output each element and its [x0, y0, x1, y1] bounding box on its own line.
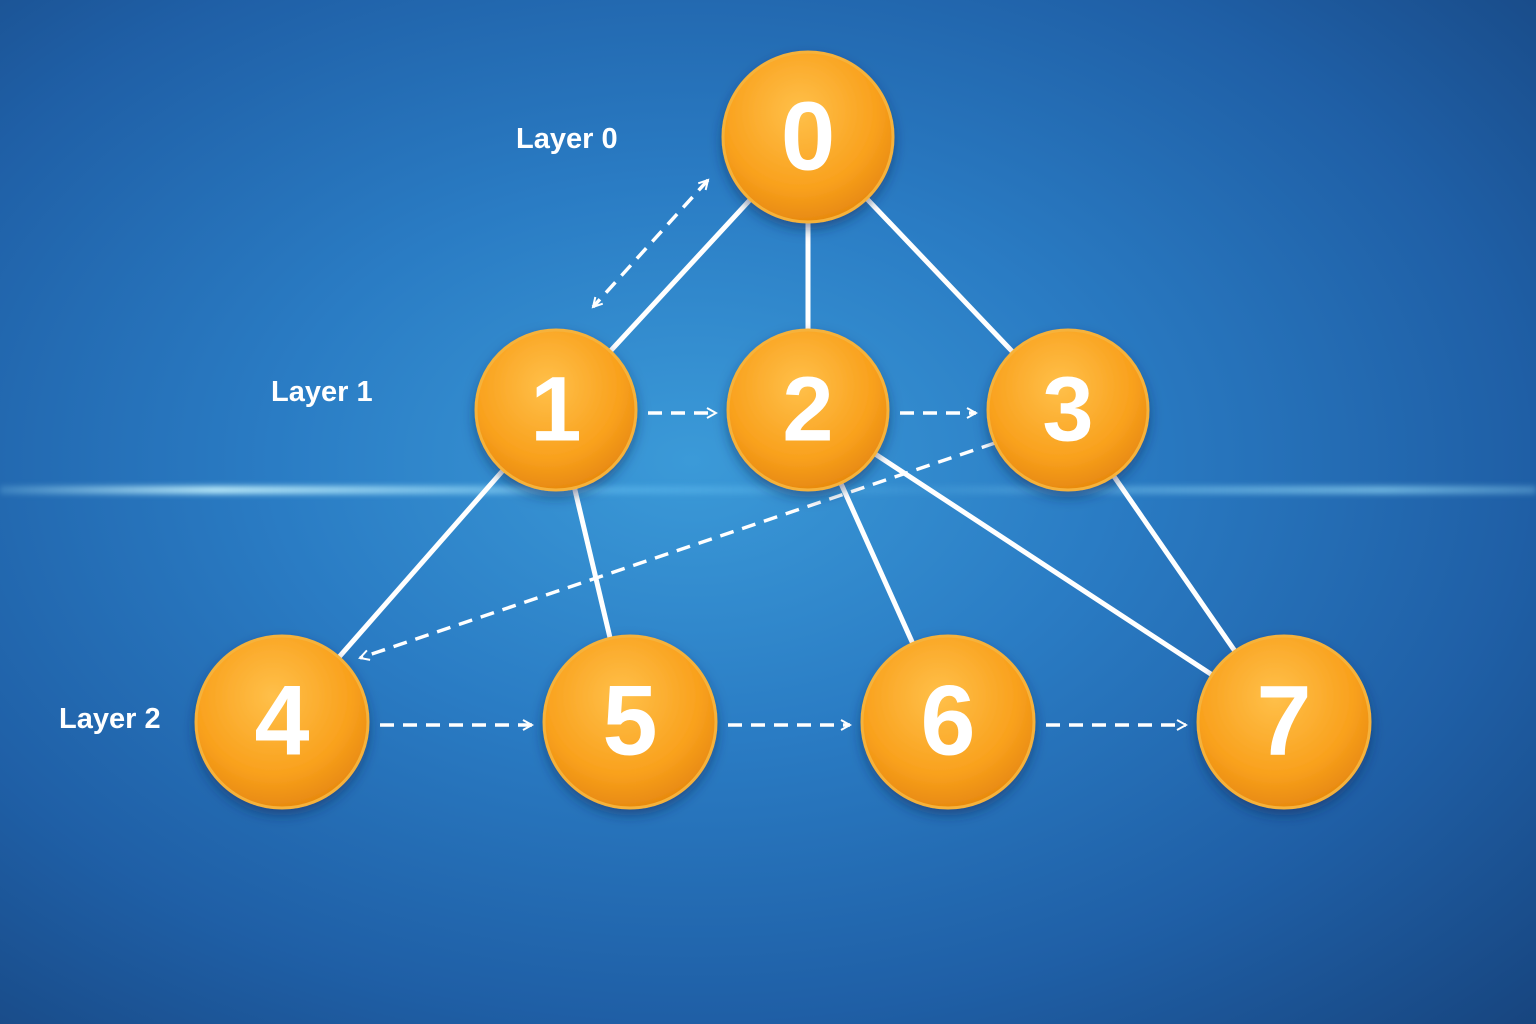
node-label: 2: [782, 358, 833, 460]
background-light-streak: [0, 486, 1536, 494]
node-label: 5: [603, 665, 658, 776]
traversal-arrow-3-4: [360, 441, 996, 658]
traversal-arrow-0-1: [593, 180, 708, 307]
node-7[interactable]: 7: [1196, 634, 1372, 810]
edge-2-7: [806, 407, 1286, 725]
node-circle: [860, 634, 1036, 810]
node-5[interactable]: 5: [542, 634, 718, 810]
node-2[interactable]: 2: [726, 328, 890, 492]
layer-0-label: Layer 0: [516, 123, 618, 155]
node-label: 3: [1042, 358, 1093, 460]
node-circle: [194, 634, 370, 810]
node-label: 6: [921, 665, 976, 776]
node-0[interactable]: 0: [721, 50, 895, 224]
node-circle: [1196, 634, 1372, 810]
node-circle: [542, 634, 718, 810]
node-6[interactable]: 6: [860, 634, 1036, 810]
node-1[interactable]: 1: [474, 328, 638, 492]
node-label: 7: [1257, 665, 1312, 776]
node-label: 1: [530, 358, 581, 460]
node-circle: [986, 328, 1150, 492]
node-4[interactable]: 4: [194, 634, 370, 810]
node-label: 4: [255, 665, 310, 776]
node-label: 0: [781, 81, 835, 190]
node-circle: [721, 50, 895, 224]
node-circle: [474, 328, 638, 492]
layer-2-label: Layer 2: [59, 703, 161, 735]
layer-1-label: Layer 1: [271, 376, 373, 408]
node-circle: [726, 328, 890, 492]
node-3[interactable]: 3: [986, 328, 1150, 492]
